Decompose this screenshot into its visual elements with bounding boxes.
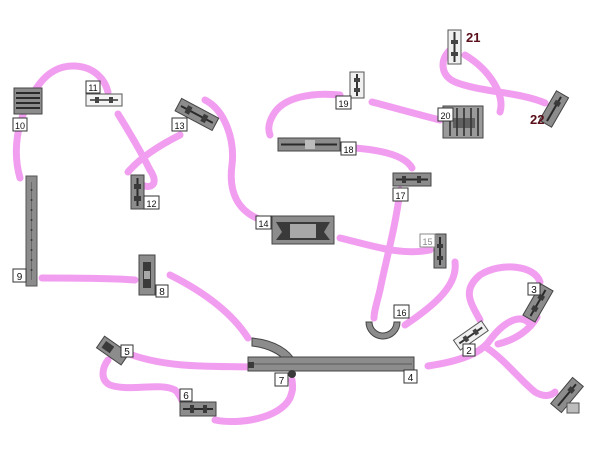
connector-19-20 [368,98,444,124]
label-9: 9 [12,268,27,283]
piece-14 [271,215,335,245]
connector-21-22 [439,46,549,107]
connector-lines [12,46,559,426]
label-19-text: 19 [338,99,348,109]
label-22-text: 22 [530,112,544,127]
piece-11 [85,93,123,107]
label-8: 8 [155,284,169,298]
label-18: 18 [340,141,357,156]
label-11-text: 11 [88,83,97,93]
label-15: 15 [419,233,436,248]
connector-19-18 [265,90,344,139]
connector-2-3 [465,263,544,324]
label-2: 2 [462,343,476,357]
label-20-text: 20 [440,111,450,121]
connector-17-16 [370,186,404,322]
piece-5 [95,335,130,366]
connector-18-17 [351,144,416,172]
connector-15-16 [401,258,459,329]
piece-22 [538,90,570,128]
label-20: 20 [437,107,454,122]
label-12-text: 12 [146,199,156,209]
label-5: 5 [120,344,134,358]
label-7-text: 7 [279,376,285,387]
label-9-text: 9 [17,272,23,283]
label-17-text: 17 [395,191,405,201]
piece-12 [130,174,145,210]
piece-10 [13,87,43,115]
label-5-text: 5 [124,347,130,358]
piece-unlabeled [550,376,584,414]
label-3-text: 3 [531,285,537,296]
piece-13 [174,97,220,132]
piece-9 [25,175,38,287]
label-16: 16 [393,304,410,319]
label-16-text: 16 [396,308,406,318]
label-6-text: 6 [183,391,189,402]
label-17: 17 [392,187,409,202]
label-19: 19 [335,95,352,110]
label-6: 6 [179,388,193,402]
label-10-text: 10 [15,121,25,131]
label-21-text: 21 [466,30,480,45]
connector-9-8 [38,274,139,284]
connector-13-14 [201,96,272,226]
label-8-text: 8 [159,287,165,298]
piece-17 [392,172,432,187]
connector-21-20 [461,51,505,116]
label-10: 10 [12,117,28,132]
piece-7 [247,337,415,378]
piece-16 [365,321,401,340]
piece-18 [277,137,341,152]
label-4-text: 4 [408,373,414,384]
piece-3 [522,283,554,323]
connector-10-11 [12,62,112,182]
label-15-text: 15 [422,237,432,247]
piece-labels: 2 3 4 5 6 7 8 9 10 11 12 13 14 15 16 17 … [12,30,544,402]
piece-2 [452,320,489,351]
label-2-text: 2 [466,346,472,357]
piece-unlabeled-base [566,402,580,414]
piece-20 [442,105,484,139]
piece-19 [349,71,365,99]
label-13-text: 13 [174,121,184,131]
label-18-text: 18 [343,145,353,155]
label-14-text: 14 [258,219,268,229]
label-12: 12 [143,195,160,210]
connector-2-x [483,344,559,399]
piece-8 [138,254,156,296]
label-14: 14 [255,215,272,230]
connector-14-15 [336,234,434,256]
label-11: 11 [85,80,101,94]
connector-4-3 [424,315,532,370]
label-3: 3 [527,282,541,296]
connector-13-12 [124,131,184,176]
label-4: 4 [403,369,418,384]
connector-8-7 [166,271,252,342]
piece-15 [433,233,447,269]
piece-21 [447,29,462,65]
label-7: 7 [274,372,289,387]
piece-6 [179,401,217,417]
connector-5-7 [128,351,254,371]
connector-11-12 [114,110,158,190]
connector-6-7 [211,376,297,426]
label-13: 13 [171,117,188,132]
